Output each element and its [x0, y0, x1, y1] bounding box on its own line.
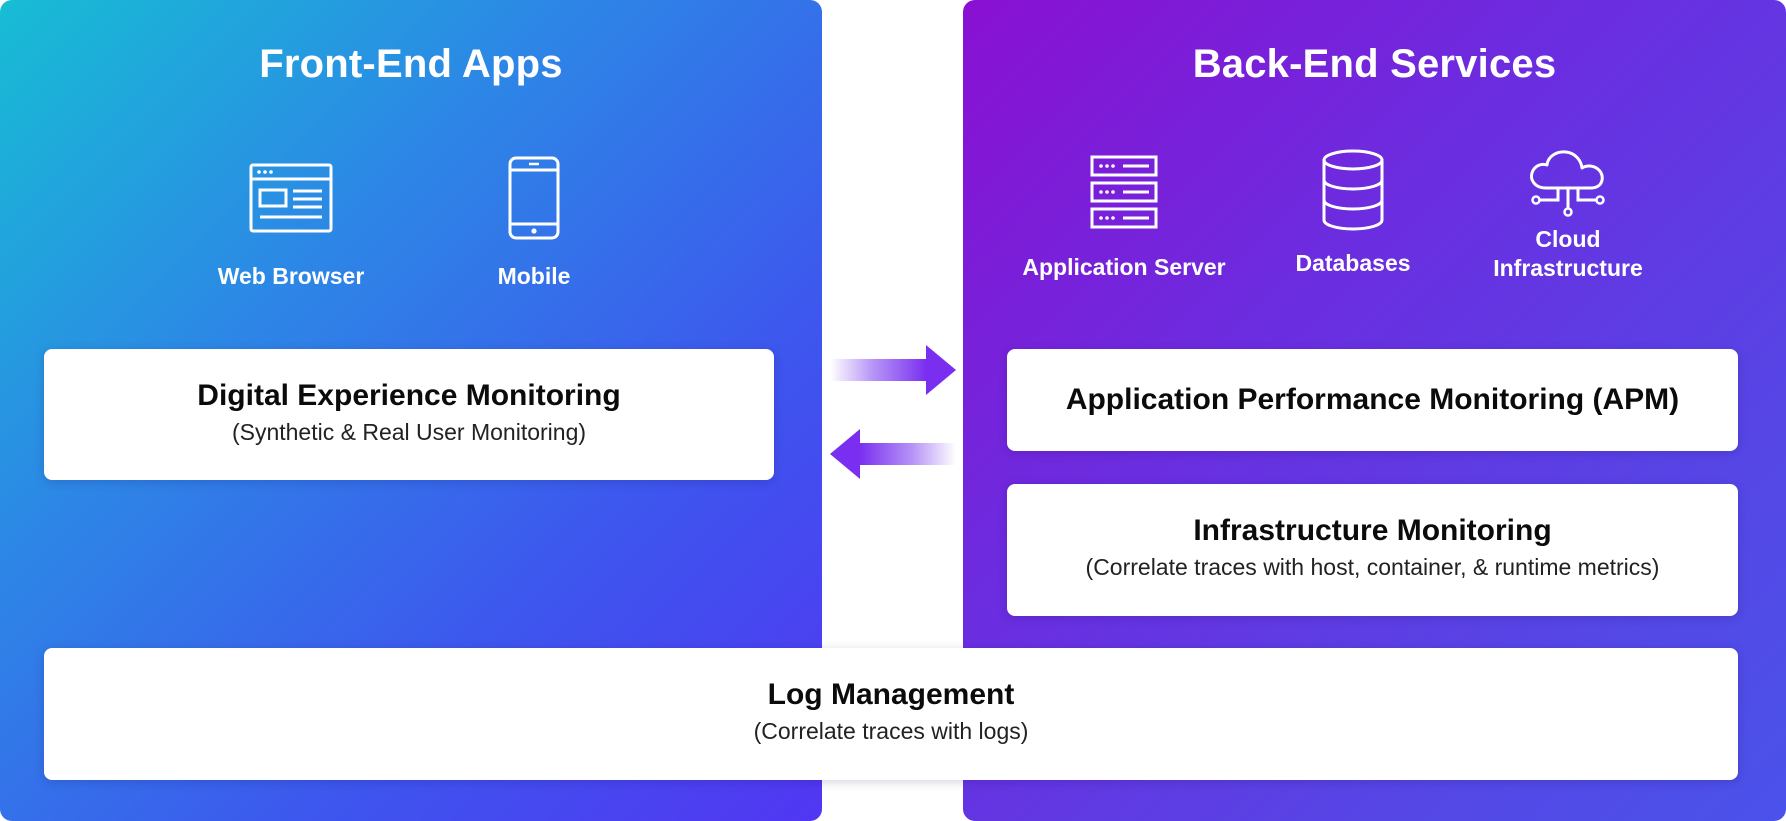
apm-card-title: Application Performance Monitoring (APM)	[1065, 383, 1680, 416]
mobile-item: Mobile	[464, 155, 604, 291]
infrastructure-label: Infrastructure	[1493, 255, 1643, 281]
cloud-infrastructure-item: Cloud Infrastructure	[1473, 148, 1663, 283]
left-arrow-icon	[830, 429, 956, 479]
backend-title: Back-End Services	[1192, 42, 1557, 86]
server-stack-icon	[1090, 155, 1158, 229]
mobile-label: Mobile	[497, 263, 571, 289]
infrastructure-monitoring-card: Infrastructure Monitoring (Correlate tra…	[1007, 484, 1738, 616]
cloud-network-icon	[1530, 150, 1605, 217]
web-browser-label: Web Browser	[217, 263, 365, 289]
dem-card-subtitle: (Synthetic & Real User Monitoring)	[231, 419, 587, 445]
log-management-card: Log Management (Correlate traces with lo…	[44, 648, 1738, 780]
cloud-label: Cloud	[1535, 226, 1601, 252]
databases-item: Databases	[1273, 148, 1433, 278]
database-icon	[1322, 149, 1384, 231]
right-arrow-icon	[830, 345, 956, 395]
infra-card-subtitle: (Correlate traces with host, container, …	[1085, 554, 1660, 580]
frontend-title: Front-End Apps	[259, 42, 563, 86]
dem-card-title: Digital Experience Monitoring	[197, 379, 621, 412]
infra-card-title: Infrastructure Monitoring	[1193, 514, 1552, 547]
apm-card: Application Performance Monitoring (APM)	[1007, 349, 1738, 451]
databases-label: Databases	[1295, 250, 1411, 276]
application-server-item: Application Server	[999, 154, 1249, 282]
web-browser-item: Web Browser	[191, 162, 391, 291]
mobile-phone-icon	[508, 156, 560, 240]
log-card-title: Log Management	[767, 678, 1015, 711]
log-card-subtitle: (Correlate traces with logs)	[753, 718, 1029, 744]
browser-window-icon	[249, 163, 333, 233]
application-server-label: Application Server	[1022, 254, 1226, 280]
digital-experience-monitoring-card: Digital Experience Monitoring (Synthetic…	[44, 349, 774, 480]
